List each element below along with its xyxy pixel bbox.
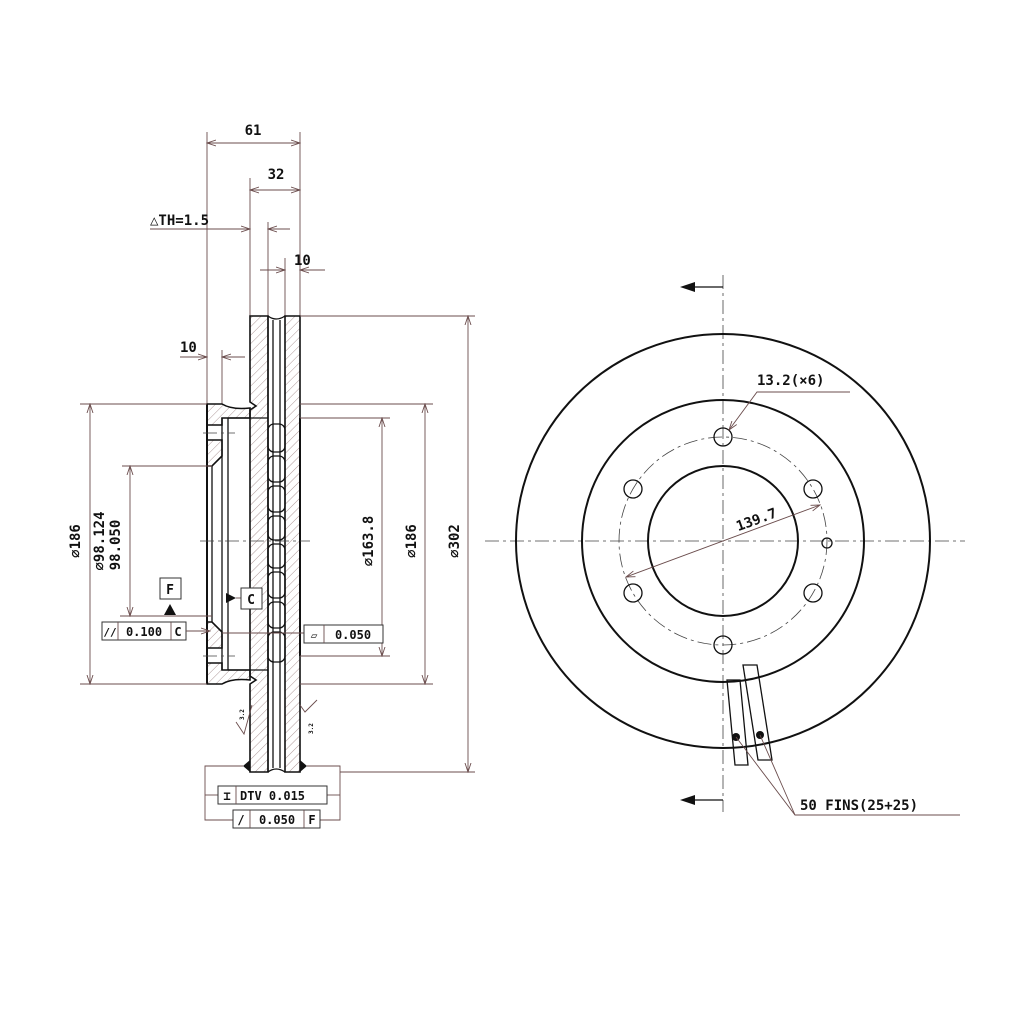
section-view: 61 32 △TH=1.5 10 10 ⌀186 ⌀98.124 98.050 … bbox=[68, 123, 475, 829]
dim-delta-th: △TH=1.5 bbox=[150, 213, 209, 229]
dtv-value: DTV 0.015 bbox=[240, 789, 305, 803]
dim-bore-min: 98.050 bbox=[108, 520, 124, 571]
flatness-icon: ▱ bbox=[311, 629, 318, 642]
dtv-frame: ⌶ DTV 0.015 bbox=[217, 785, 328, 805]
surface-finish-left: 3.2 bbox=[239, 709, 246, 720]
parallelism-frame: // 0.100 C bbox=[101, 621, 210, 641]
surface-finish-right: 3.2 bbox=[308, 723, 315, 734]
bolt-circle-label: 139.7 bbox=[734, 506, 779, 535]
fin-detail bbox=[726, 664, 960, 816]
friction-inner-circle bbox=[581, 399, 865, 683]
runout-icon: / bbox=[237, 813, 244, 827]
fins-label: 50 FINS(25+25) bbox=[800, 798, 918, 814]
vent-fins bbox=[267, 423, 286, 663]
dim-186-left: ⌀186 bbox=[68, 524, 84, 558]
dim-bore-max: ⌀98.124 bbox=[92, 511, 108, 570]
dtv-icon: ⌶ bbox=[223, 789, 230, 803]
bolt-hole-label: 13.2(×6) bbox=[757, 373, 824, 389]
dim-32: 32 bbox=[268, 167, 285, 183]
dim-10-hub: 10 bbox=[180, 340, 197, 356]
parallelism-value: 0.100 bbox=[126, 625, 162, 639]
datum-f: F bbox=[166, 583, 174, 598]
parallelism-datum: C bbox=[174, 625, 181, 639]
dim-61: 61 bbox=[245, 123, 262, 139]
front-view: 13.2(×6) 139.7 50 FINS(25+25) bbox=[485, 275, 965, 816]
dim-163-8: ⌀163.8 bbox=[361, 516, 377, 567]
bolt-circle bbox=[618, 436, 828, 646]
dim-10-flange: 10 bbox=[294, 253, 311, 269]
locating-hole bbox=[821, 537, 833, 549]
runout-datum: F bbox=[308, 813, 315, 827]
flatness-value: 0.050 bbox=[335, 628, 371, 642]
outer-rotor-circle bbox=[515, 333, 931, 749]
parallelism-icon: // bbox=[103, 626, 117, 639]
rotation-arrow-icon bbox=[680, 282, 695, 292]
datum-c: C bbox=[247, 593, 255, 608]
rotation-arrow-icon bbox=[680, 795, 695, 805]
dim-186-right: ⌀186 bbox=[404, 524, 420, 558]
bolt-holes bbox=[623, 427, 823, 655]
flatness-frame: ▱ 0.050 bbox=[222, 624, 384, 644]
runout-value: 0.050 bbox=[259, 813, 295, 827]
dim-302: ⌀302 bbox=[447, 524, 463, 558]
runout-frame: / 0.050 F bbox=[232, 809, 321, 829]
